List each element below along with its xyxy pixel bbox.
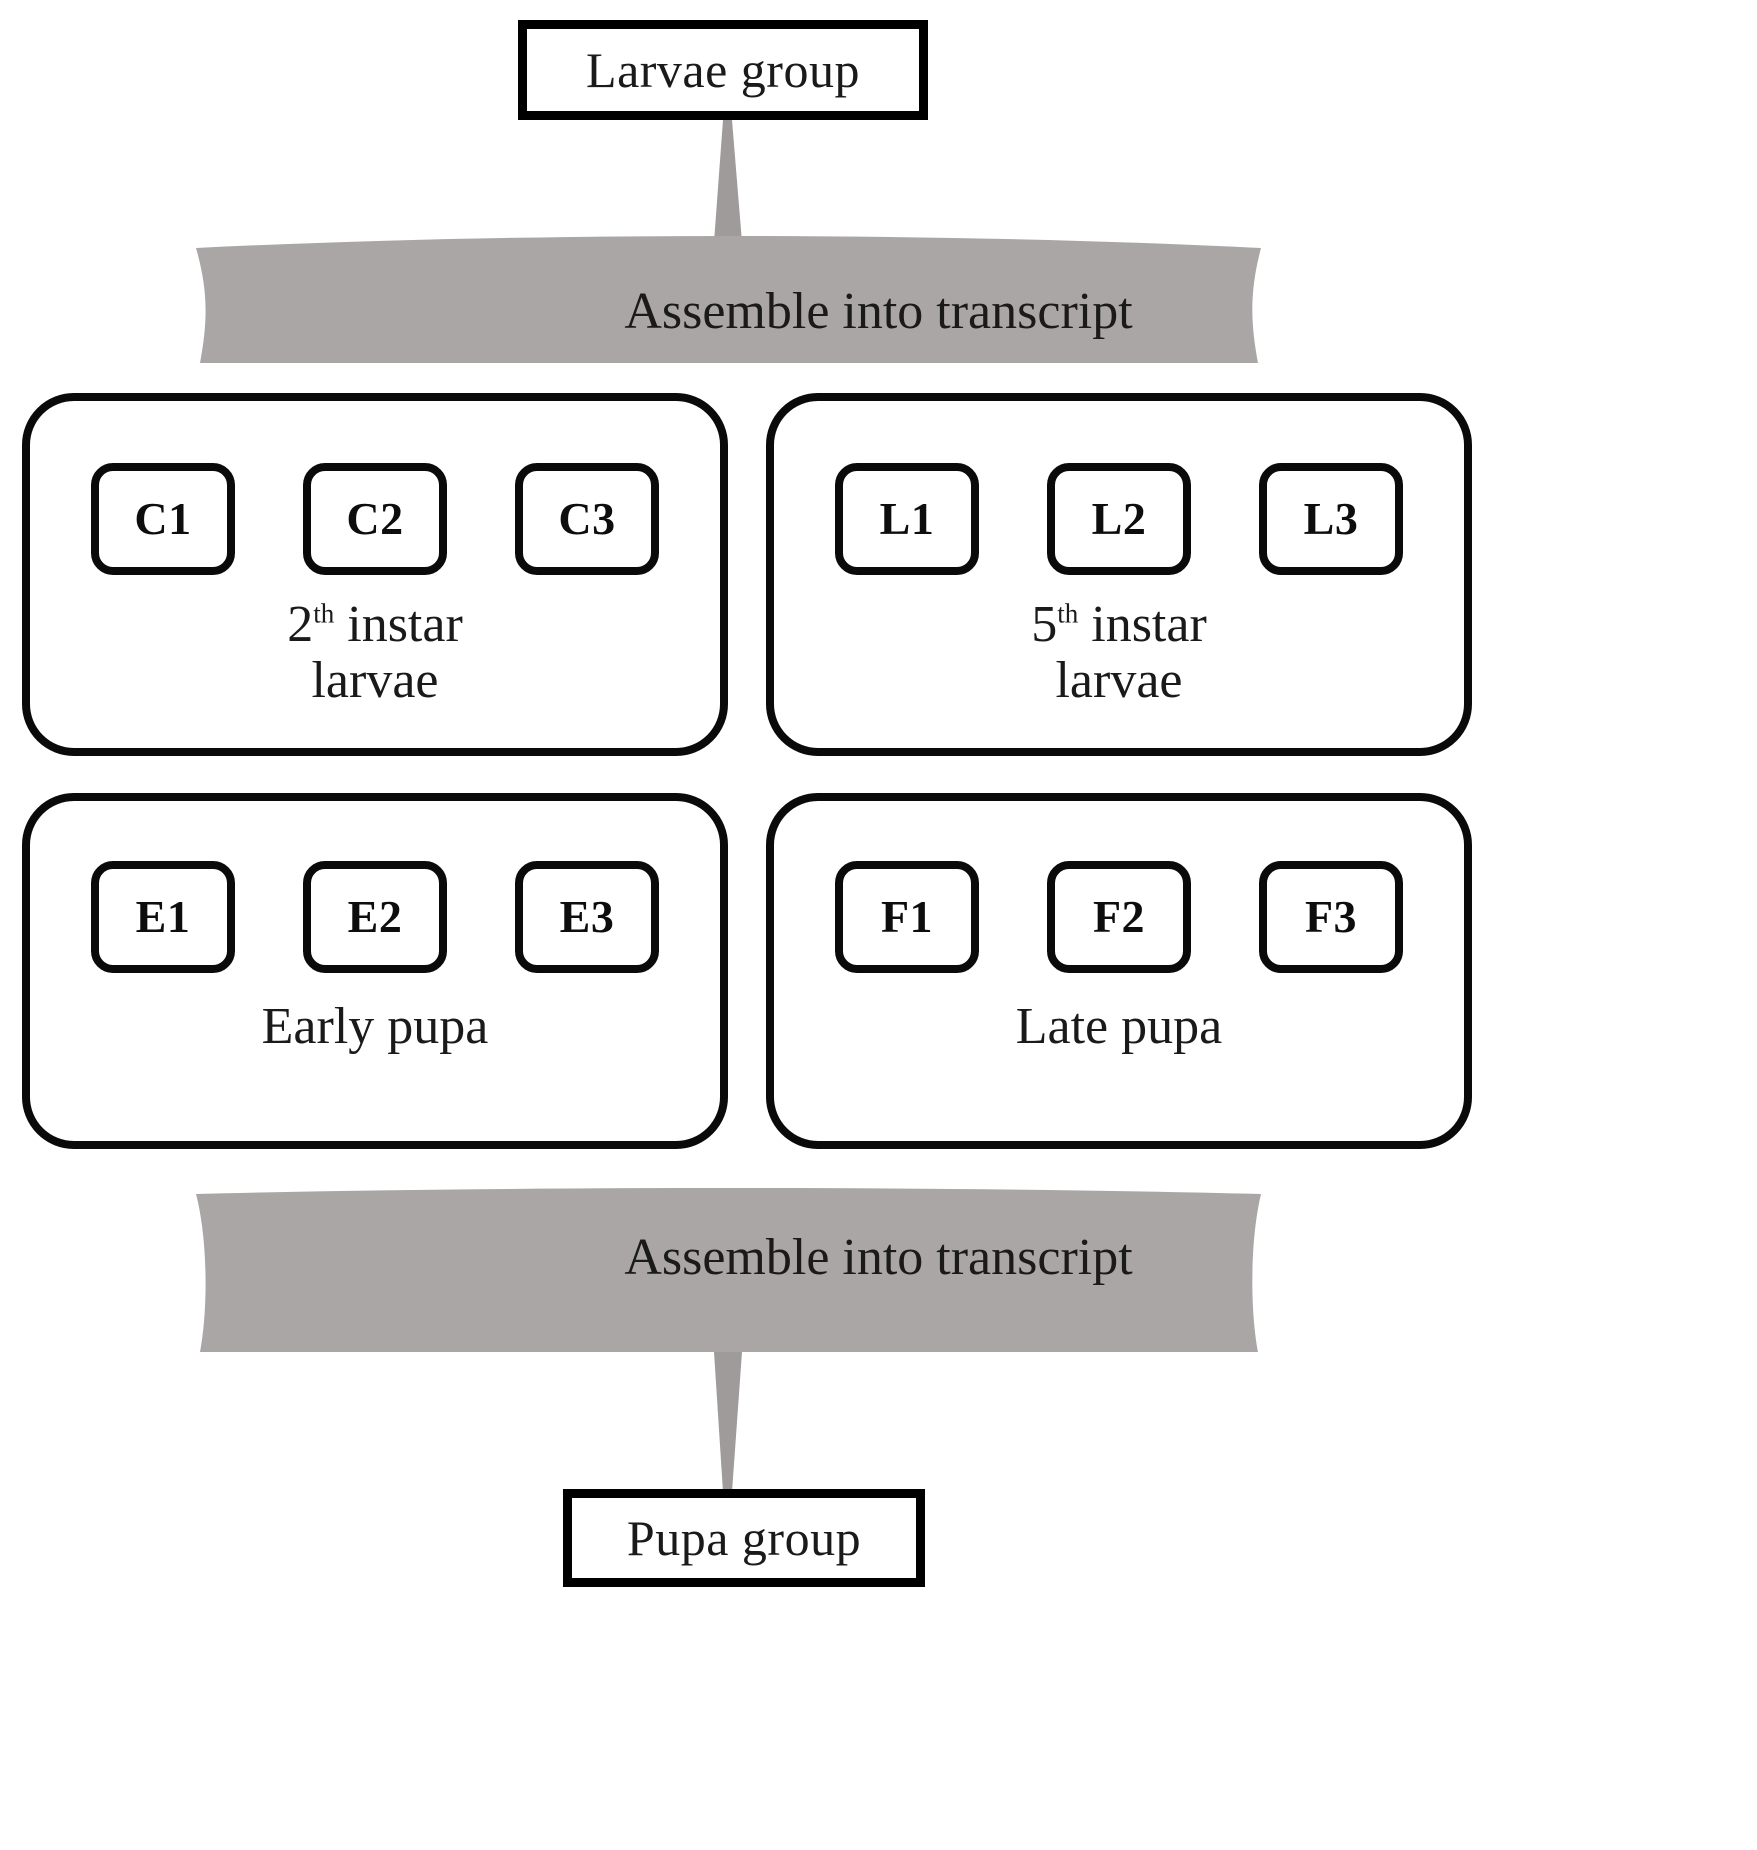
sample-chip-l3[interactable]: L3 (1259, 463, 1403, 575)
sample-label: E3 (559, 891, 615, 942)
sample-chip-e2[interactable]: E2 (303, 861, 447, 973)
assemble-into-transcript-label-top: Assemble into transcript (624, 283, 1133, 340)
sample-label: L3 (1303, 493, 1359, 544)
assemble-into-transcript-banner-bottom (196, 1188, 1261, 1492)
sample-chip-f2[interactable]: F2 (1047, 861, 1191, 973)
pupa-group-label: Pupa group (626, 1510, 862, 1566)
sample-chip-l1[interactable]: L1 (835, 463, 979, 575)
caption-line2: larvae (1055, 652, 1183, 710)
group-caption-2th-instar: 2th instar larvae (30, 596, 720, 710)
sample-row: F1 F2 F3 (774, 861, 1464, 973)
sample-chip-f3[interactable]: F3 (1259, 861, 1403, 973)
ribbon-body-top (196, 236, 1261, 363)
group-caption-5th-instar: 5th instar larvae (774, 596, 1464, 710)
caption-ordinal: 5 (1031, 596, 1058, 653)
sample-row: E1 E2 E3 (30, 861, 720, 973)
group-early-pupa: E1 E2 E3 Early pupa (22, 793, 728, 1149)
sample-chip-c3[interactable]: C3 (515, 463, 659, 575)
sample-label: C3 (558, 493, 616, 544)
larvae-group-node: Larvae group (518, 20, 928, 120)
spike-connector-top-icon (714, 120, 742, 242)
larvae-group-label: Larvae group (586, 42, 860, 98)
assemble-into-transcript-banner-top (196, 120, 1261, 363)
sample-chip-e3[interactable]: E3 (515, 861, 659, 973)
group-5th-instar-larvae: L1 L2 L3 5th instar larvae (766, 393, 1472, 756)
caption-ordinal: 2 (287, 596, 314, 653)
ribbon-body-bottom (196, 1188, 1261, 1352)
group-late-pupa: F1 F2 F3 Late pupa (766, 793, 1472, 1149)
caption-text: instar (1078, 596, 1207, 653)
sample-label: E2 (347, 891, 403, 942)
sample-label: F2 (1092, 891, 1146, 942)
sample-chip-c1[interactable]: C1 (91, 463, 235, 575)
sample-label: F1 (880, 891, 934, 942)
sample-label: C1 (134, 493, 192, 544)
sample-chip-c2[interactable]: C2 (303, 463, 447, 575)
sample-label: F3 (1304, 891, 1358, 942)
sample-row: C1 C2 C3 (30, 463, 720, 575)
group-caption-late-pupa: Late pupa (1015, 998, 1223, 1055)
sample-chip-e1[interactable]: E1 (91, 861, 235, 973)
sample-label: L1 (879, 493, 935, 544)
sample-row: L1 L2 L3 (774, 463, 1464, 575)
sample-label: E1 (135, 891, 191, 942)
sample-chip-f1[interactable]: F1 (835, 861, 979, 973)
group-2th-instar-larvae: C1 C2 C3 2th instar larvae (22, 393, 728, 756)
sample-chip-l2[interactable]: L2 (1047, 463, 1191, 575)
sample-label: L2 (1091, 493, 1147, 544)
caption-text: instar (334, 596, 463, 653)
caption-ordinal-suffix: th (313, 598, 335, 629)
pupa-group-node: Pupa group (563, 1489, 925, 1587)
spike-connector-bottom-icon (714, 1352, 742, 1492)
caption-line2: larvae (311, 652, 439, 710)
sample-label: C2 (346, 493, 404, 544)
caption-ordinal-suffix: th (1057, 598, 1079, 629)
assemble-into-transcript-label-bottom: Assemble into transcript (624, 1229, 1133, 1286)
group-caption-early-pupa: Early pupa (261, 998, 489, 1055)
